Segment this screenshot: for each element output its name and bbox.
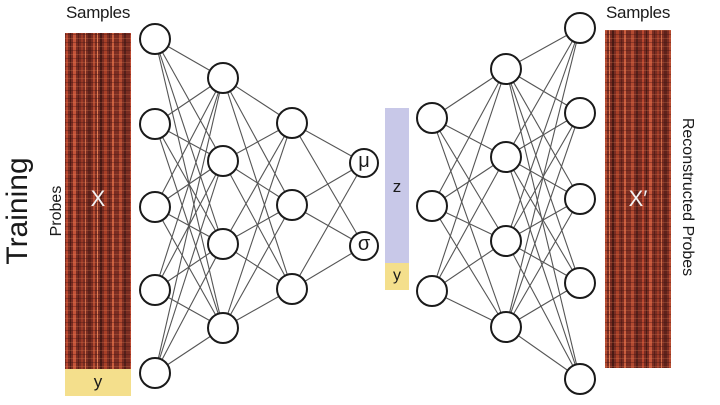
output-matrix-x-prime [605,30,671,368]
decoder-node-l1-1 [490,141,522,173]
decoder-node-l0-1 [416,190,448,222]
latent-z-label: z [392,177,402,196]
encoder-node-l0-1 [139,108,171,140]
matrix-x-prime-label: X′ [628,186,648,211]
encoder-node-l2-0 [276,107,308,139]
decoder-node-l2-4 [564,363,596,395]
decoder-edge [505,240,581,380]
decoder-node-l1-0 [490,53,522,85]
input-y-label: y [93,372,103,391]
decoder-edge [431,68,507,207]
probes-label: Probes [48,185,65,237]
decoder-edge [431,68,507,292]
encoder-node-l0-0 [139,23,171,55]
decoder-edge [505,112,581,328]
training-label: Training [1,157,34,265]
decoder-edge [505,68,581,380]
decoder-node-l2-3 [564,267,596,299]
encoder-node-l2-2 [276,273,308,305]
encoder-node-l2-1 [276,189,308,221]
decoder-node-l0-2 [416,275,448,307]
encoder-node-l1-3 [207,312,239,344]
decoder-node-l2-1 [564,97,596,129]
encoder-edge [154,77,224,208]
input-matrix-x [65,33,131,369]
decoder-edge [505,156,581,380]
latent-z-box [385,108,409,263]
decoder-edge [431,117,507,328]
decoder-edge [505,27,581,242]
encoder-edge [154,243,224,374]
decoder-node-l0-0 [416,102,448,134]
reconstructed-probes-label: Reconstructed Probes [679,117,696,277]
mu-label: μ [358,150,370,172]
input-label-bar [65,369,131,396]
encoder-edge [222,204,293,329]
encoder-edge [222,122,293,329]
decoder-edge [505,27,581,328]
encoder-edge [154,38,224,162]
decoder-edge [431,156,507,292]
decoder-edge [505,27,581,158]
decoder-node-l1-2 [490,225,522,257]
encoder-node-l3-1 [349,231,379,261]
encoder-node-l1-1 [207,145,239,177]
matrix-x-label: X [90,186,106,211]
decoder-node-l2-0 [564,12,596,44]
encoder-node-l0-2 [139,191,171,223]
decoder-edge [505,198,581,328]
encoder-node-l1-0 [207,62,239,94]
latent-y-label: y [393,267,401,284]
latent-y-box [385,263,409,290]
encoder-edge [154,160,224,374]
encoder-edge [222,122,293,245]
decoder-node-l1-3 [490,311,522,343]
decoder-node-l2-2 [564,183,596,215]
encoder-node-l0-4 [139,357,171,389]
encoder-node-l3-0 [349,148,379,178]
encoder-node-l1-2 [207,228,239,260]
decoder-samples-label: Samples [606,3,671,22]
encoder-samples-label: Samples [66,3,131,22]
sigma-label: σ [357,233,371,255]
encoder-edge [291,162,365,290]
encoder-edge [154,77,224,374]
nodes-layer [139,12,596,395]
encoder-edge [154,77,224,291]
encoder-node-l0-3 [139,274,171,306]
